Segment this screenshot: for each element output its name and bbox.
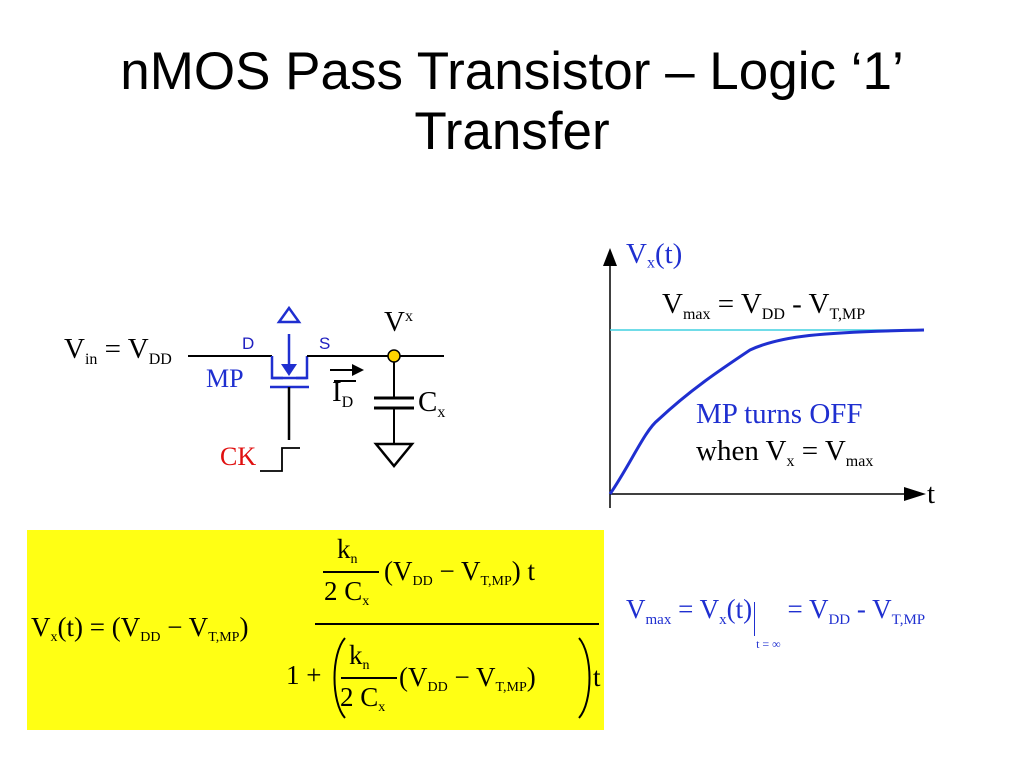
vin-label: Vin = VDD: [64, 333, 172, 368]
x-axis-arrow: [904, 487, 926, 501]
circuit-wires: [188, 305, 444, 472]
numerator-kn: kn: [337, 534, 358, 567]
denominator-body: (VDD − VT,MP): [399, 662, 536, 695]
transistor-label: MP: [206, 364, 244, 393]
capacitor-label: Cx: [418, 386, 446, 421]
formula-lhs: Vx(t) = (VDD − VT,MP): [31, 612, 249, 645]
evaluation-bar: t = ∞: [754, 602, 781, 651]
pass-transistor-circuit: Vin = VDD D S MP Vx ID Cx CK: [0, 290, 460, 490]
vx-formula-box: Vx(t) = (VDD − VT,MP) kn 2 Cx (VDD − VT,…: [27, 530, 604, 730]
denominator-2cx: 2 Cx: [340, 682, 386, 715]
vmax-equation: Vmax = Vx(t)t = ∞ = VDD - VT,MP: [626, 594, 926, 651]
body-arrow: [281, 364, 297, 376]
current-arrow-head: [352, 364, 364, 376]
main-fraction-line: [315, 623, 599, 625]
numerator-small-fraction-line: [323, 571, 379, 573]
output-node: [387, 349, 401, 363]
y-axis-arrow: [603, 248, 617, 266]
right-big-paren: [578, 637, 591, 719]
clock-waveform: [260, 447, 300, 472]
denominator-t: t: [593, 662, 601, 692]
vmax-annotation: Vmax = VDD - VT,MP: [662, 288, 866, 323]
y-axis-label: Vx(t): [626, 238, 683, 272]
transistor-drain: [270, 356, 283, 380]
x-axis-label: t: [927, 478, 936, 510]
vx-node-label: Vx: [384, 306, 413, 338]
title-line-1: nMOS Pass Transistor – Logic ‘1’: [120, 42, 904, 101]
ground-triangle: [373, 442, 415, 468]
numerator-2cx: 2 Cx: [324, 576, 370, 609]
drain-current-label: ID: [332, 376, 356, 412]
source-pin-label: S: [319, 334, 331, 353]
denominator-one-plus: 1 +: [286, 660, 322, 690]
turn-off-condition: when Vx = Vmax: [696, 435, 874, 470]
left-big-paren: [333, 637, 346, 719]
transistor-source: [296, 356, 309, 380]
denominator-small-fraction-line: [341, 677, 397, 679]
vx-response-plot: Vx(t) Vmax = VDD - VT,MP MP turns OFF wh…: [590, 230, 970, 520]
title-line-2: Transfer: [414, 102, 610, 161]
vdd-triangle: [276, 305, 302, 324]
drain-pin-label: D: [242, 334, 255, 353]
denominator-big-parens: [333, 637, 591, 719]
vx-curve: [608, 328, 925, 495]
turn-off-note: MP turns OFF: [696, 398, 863, 430]
clock-label: CK: [220, 442, 257, 471]
denominator-kn: kn: [349, 640, 370, 673]
numerator-body: (VDD − VT,MP) t: [384, 556, 535, 589]
slide-title: nMOS Pass Transistor – Logic ‘1’ Transfe…: [0, 42, 1024, 162]
plot-canvas: [603, 248, 926, 508]
